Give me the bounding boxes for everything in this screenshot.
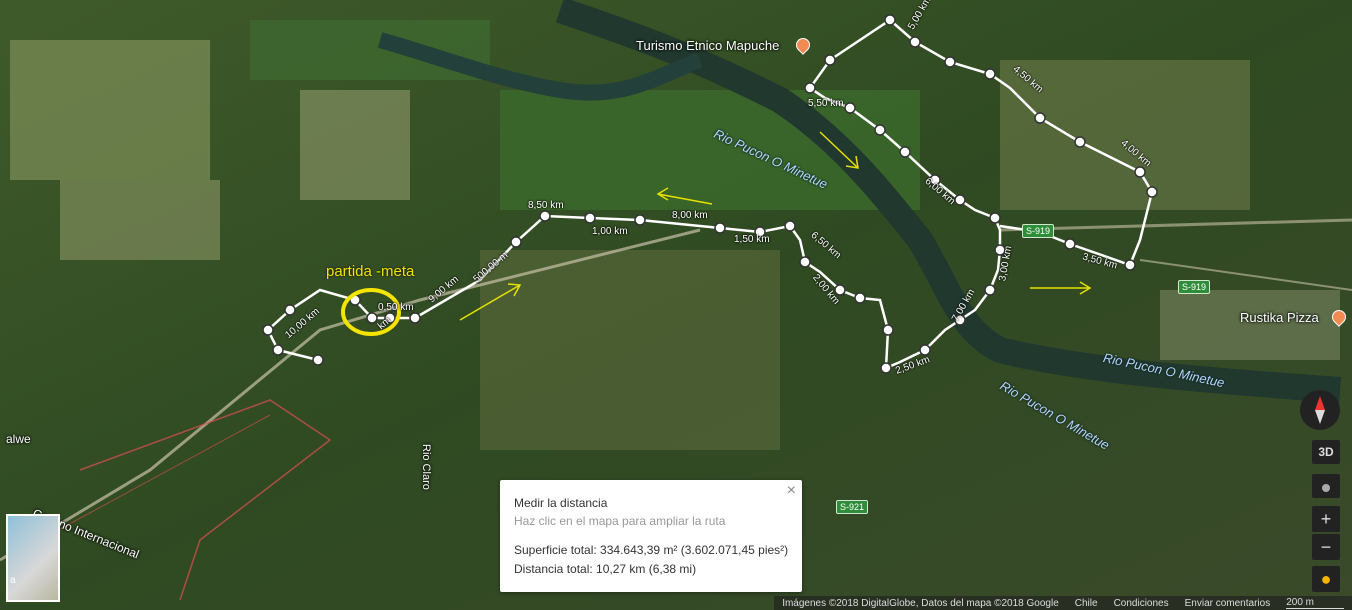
river	[555, 0, 1341, 403]
start-finish-label: partida -meta	[326, 263, 415, 280]
direction-arrows	[459, 131, 1092, 321]
location-icon	[1322, 484, 1330, 492]
feedback-link[interactable]: Enviar comentarios	[1184, 597, 1271, 609]
measure-area: Superficie total: 334.643,39 m² (3.602.0…	[514, 543, 789, 557]
distance-marker: 5,50 km	[808, 98, 844, 109]
river-branch	[377, 32, 703, 101]
route-vertices	[262, 14, 1158, 374]
distance-marker: 0,50 km	[378, 302, 414, 313]
terms-link[interactable]: Condiciones	[1113, 597, 1169, 609]
highway-shield: S-921	[836, 500, 869, 514]
measure-distance-panel: × Medir la distancia Haz clic en el mapa…	[500, 480, 802, 592]
zoom-out-button[interactable]: −	[1312, 534, 1340, 560]
place-label-alwe: alwe	[6, 432, 31, 446]
zoom-in-button[interactable]: +	[1312, 506, 1340, 532]
start-finish-circle	[341, 288, 401, 336]
close-icon[interactable]: ×	[786, 482, 796, 499]
measure-route	[266, 18, 1154, 370]
highway-shield: S-919	[1022, 224, 1055, 238]
my-location-button[interactable]	[1312, 474, 1340, 498]
compass-icon[interactable]	[1300, 390, 1340, 430]
place-label-rustika[interactable]: Rustika Pizza	[1240, 310, 1319, 325]
measure-distance: Distancia total: 10,27 km (6,38 mi)	[514, 562, 697, 576]
distance-marker: 1,00 km	[592, 226, 628, 237]
place-label-turismo[interactable]: Turismo Etnico Mapuche	[636, 38, 780, 53]
map-footer: Imágenes ©2018 DigitalGlobe, Datos del m…	[774, 596, 1352, 610]
layer-toggle-thumbnail[interactable]: a	[6, 514, 60, 602]
highway-shield: S-919	[1178, 280, 1211, 294]
3d-toggle-button[interactable]: 3D	[1312, 440, 1340, 464]
scale-bar[interactable]: 200 m	[1286, 597, 1344, 609]
distance-marker: 1,50 km	[734, 234, 770, 245]
thumbnail-label: a	[10, 575, 16, 586]
country-link[interactable]: Chile	[1074, 597, 1098, 609]
distance-marker: 8,50 km	[528, 200, 564, 211]
road-label-rio-claro: Rio Claro	[420, 444, 432, 490]
measure-title: Medir la distancia	[514, 496, 608, 510]
street-view-pegman-icon[interactable]: ●	[1312, 566, 1340, 592]
measure-hint: Haz clic en el mapa para ampliar la ruta	[514, 514, 726, 528]
attribution-text: Imágenes ©2018 DigitalGlobe, Datos del m…	[782, 597, 1059, 609]
distance-marker: 8,00 km	[672, 210, 708, 221]
